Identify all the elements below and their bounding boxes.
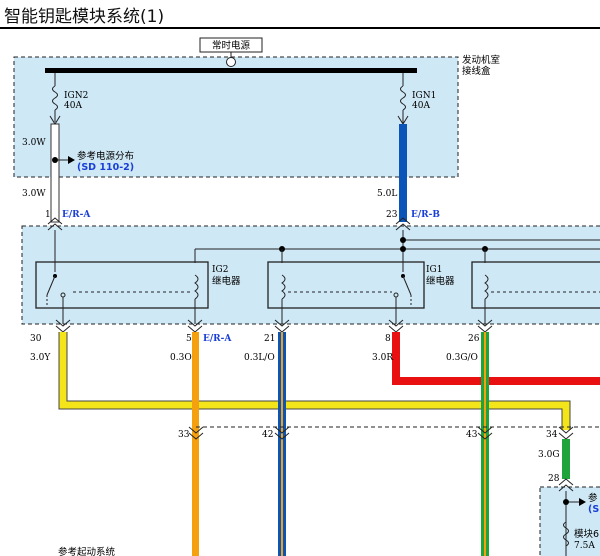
wire-3-0y-label: 3.0Y	[30, 353, 51, 363]
ign2-fuse	[52, 85, 58, 111]
pin-30: 30	[30, 334, 42, 344]
wire-3-0y	[59, 332, 570, 430]
pin-21: 21	[264, 334, 275, 344]
wire-3-0g-label: 3.0G	[538, 450, 560, 460]
pin-43: 43	[466, 430, 478, 440]
pin-34: 34	[546, 430, 558, 440]
ign2-label: IGN2	[64, 91, 88, 101]
ign1-fuse	[400, 85, 406, 111]
pin-5: 5	[186, 334, 192, 344]
ig2-relay-label-2: 继电器	[212, 275, 241, 287]
engine-room-label-2: 接线盒	[462, 65, 491, 77]
wire-3-0w-label-a: 3.0W	[22, 138, 46, 148]
wire-3-0r-label: 3.0R	[372, 353, 393, 363]
const-power-node	[226, 57, 236, 67]
wire-5-0l	[399, 124, 407, 222]
wire-0-3go-label: 0.3G/O	[446, 353, 478, 363]
pin-42: 42	[262, 430, 273, 440]
pin-8: 8	[385, 334, 391, 344]
ref-power-code[interactable]: (SD 110-2)	[77, 162, 134, 173]
relay-3	[471, 261, 600, 309]
wire-5-0l-label: 5.0L	[377, 189, 397, 199]
wire-3-0g	[562, 439, 570, 479]
ig2-relay	[35, 261, 209, 309]
ig1-relay-label-1: IG1	[426, 265, 442, 275]
wire-3-0w	[50, 123, 60, 223]
wire-0-3lo-label: 0.3L/O	[244, 353, 275, 363]
title-rule	[0, 27, 600, 29]
module-amp: 7.5A	[574, 541, 595, 551]
wire-3-0r	[392, 332, 600, 385]
relay-box	[21, 225, 600, 325]
wire-0-3o-label: 0.3O	[170, 353, 192, 363]
ref-partial-code[interactable]: (SD	[588, 504, 600, 515]
wire-0-3o	[192, 332, 199, 556]
ign2-amp: 40A	[64, 101, 82, 111]
ref-partial-label: 参	[588, 492, 598, 504]
pin-33: 33	[178, 430, 190, 440]
module-partial-label: 模块6	[574, 528, 599, 540]
ig1-relay-label-2: 继电器	[426, 275, 455, 287]
engine-room-box	[13, 56, 459, 178]
conn-era-bottom: E/R-A	[203, 334, 232, 344]
ign1-amp: 40A	[412, 101, 430, 111]
conn-erb-top: E/R-B	[411, 210, 440, 220]
bus-bar	[45, 68, 417, 73]
pin-26: 26	[468, 334, 480, 344]
ig2-relay-label-1: IG2	[212, 265, 228, 275]
ig1-relay	[267, 261, 425, 309]
conn-era-top: E/R-A	[62, 210, 91, 220]
pin-23: 23	[386, 210, 398, 220]
ref-power-label: 参考电源分布	[77, 150, 134, 162]
page-title: 智能钥匙模块系统(1)	[4, 7, 165, 27]
ign1-label: IGN1	[412, 91, 436, 101]
ref-power-node	[52, 157, 58, 163]
wire-3-0w-label-b: 3.0W	[22, 189, 46, 199]
pin-28: 28	[548, 474, 560, 484]
engine-room-label-1: 发动机室	[462, 54, 500, 66]
ref-start-label: 参考起动系统	[58, 546, 116, 556]
pin-1: 1	[45, 210, 51, 220]
const-power-label: 常时电源	[212, 40, 251, 52]
partial-module-box	[539, 486, 600, 556]
